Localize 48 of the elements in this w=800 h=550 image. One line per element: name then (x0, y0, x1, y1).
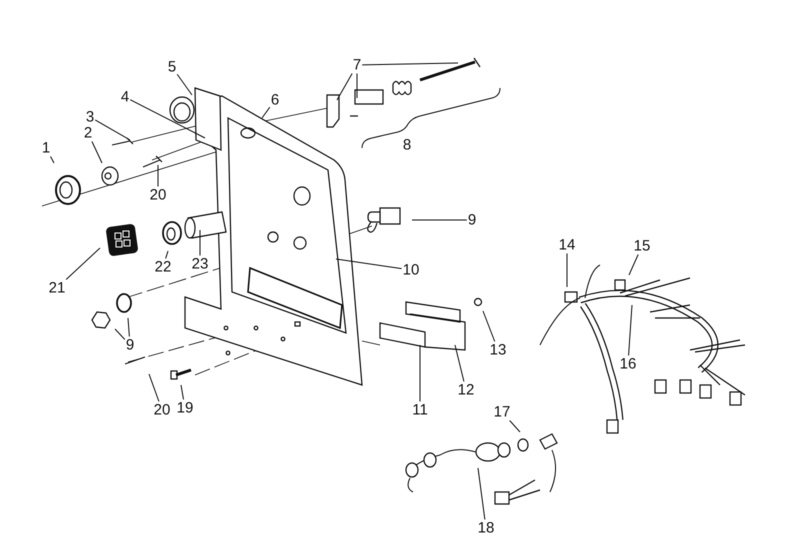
callout-number: 19 (176, 400, 194, 416)
callout-number: 9 (466, 212, 478, 228)
callout-number: 23 (190, 256, 210, 272)
callout-number: 21 (48, 280, 66, 296)
callout-number: 6 (270, 92, 280, 108)
callout-number: 16 (618, 356, 638, 372)
leader-line (509, 420, 520, 432)
leader-line (50, 156, 54, 164)
callout-number: 20 (148, 186, 168, 204)
callout-number: 18 (476, 520, 496, 536)
callout-number: 7 (352, 56, 362, 74)
callout-number: 20 (152, 402, 172, 418)
callout-number: 10 (402, 262, 420, 278)
leader-line (566, 253, 568, 288)
callout-number: 11 (411, 402, 429, 418)
callout-number: 1 (40, 140, 52, 156)
leader-line (336, 73, 353, 100)
callout-number: 5 (166, 58, 178, 76)
leader-line (91, 141, 102, 164)
leader-line (180, 384, 184, 400)
callout-number: 9 (124, 336, 136, 354)
leader-line (66, 248, 100, 280)
leader-line (130, 99, 206, 138)
leader-line (176, 74, 192, 96)
callout-number: 8 (402, 136, 412, 154)
callout-number: 4 (120, 88, 130, 106)
leader-line (482, 310, 496, 342)
leader-line (165, 250, 168, 259)
leader-line (336, 258, 402, 270)
leader-line (454, 344, 464, 382)
leader-line (478, 468, 486, 520)
leader-line (128, 318, 130, 337)
callout-number: 13 (488, 342, 508, 358)
callout-number: 14 (558, 236, 576, 254)
callout-number: 15 (632, 238, 652, 254)
leader-line (356, 73, 358, 98)
callout-number: 3 (84, 108, 96, 126)
callout-number: 12 (456, 382, 476, 398)
callout-number: 17 (492, 404, 512, 420)
callout-number: 2 (82, 124, 94, 142)
leader-line (262, 106, 270, 118)
leader-line (628, 254, 639, 276)
callout-number: 22 (154, 258, 172, 276)
leader-line (114, 328, 126, 340)
leader-line (362, 62, 458, 66)
leader-line (94, 119, 130, 140)
leader-line (148, 374, 160, 402)
leader-line (628, 304, 632, 356)
